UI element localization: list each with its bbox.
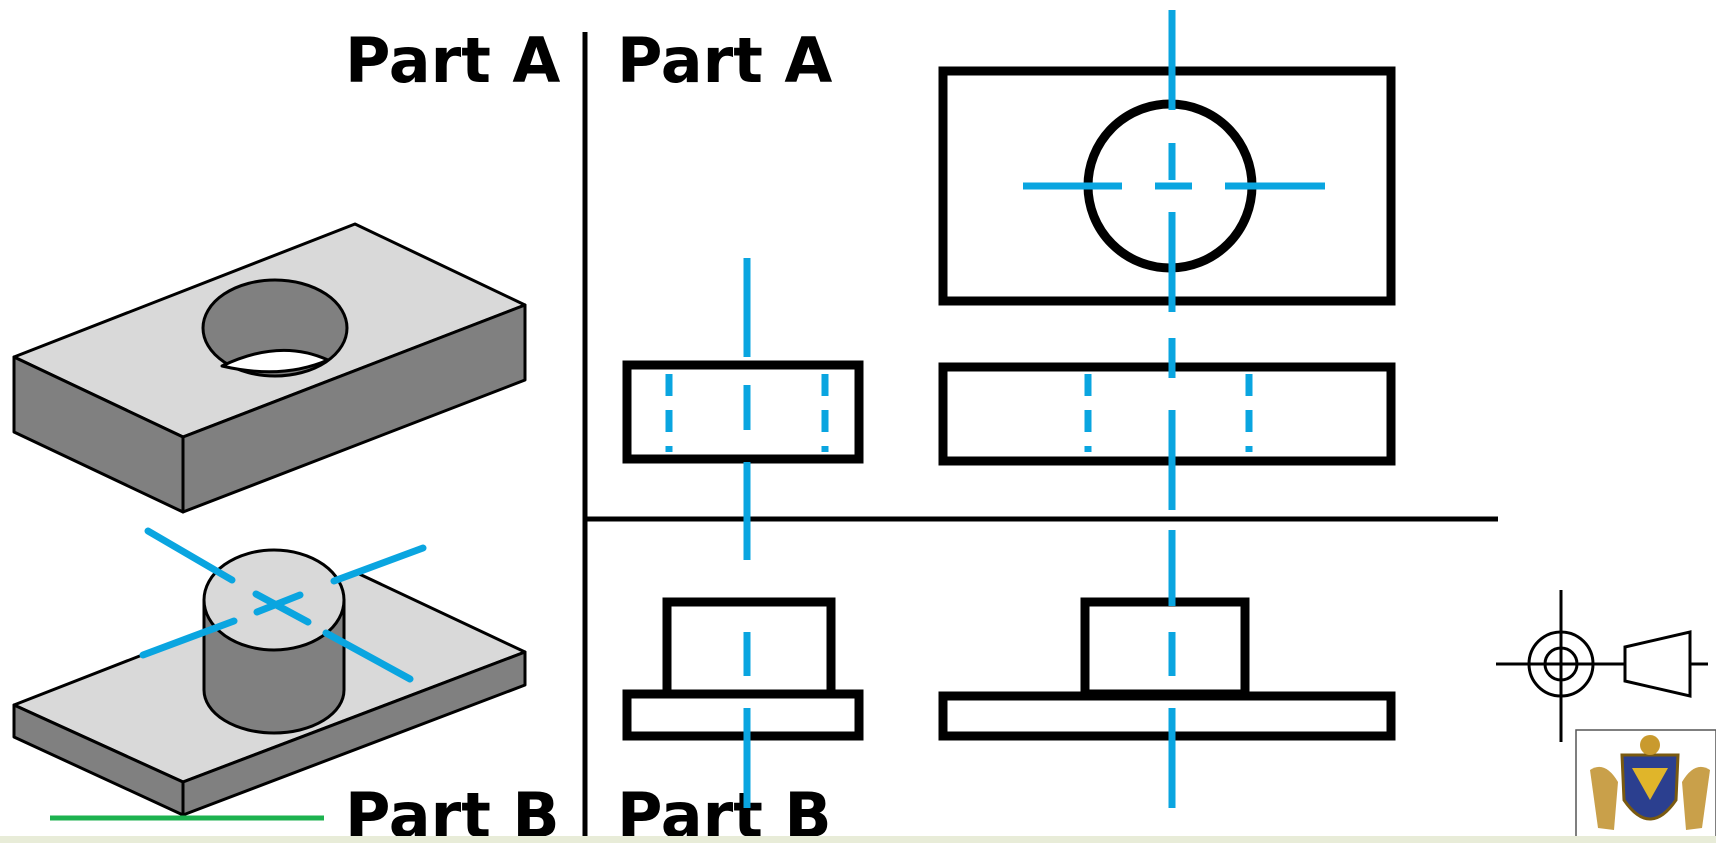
part-b-side-face (181, 650, 527, 817)
part-a-hole-through (220, 348, 330, 374)
part-b-side-view-plate (622, 689, 864, 741)
orthographic-part-b-label: Part B (617, 779, 832, 843)
part-a-side-view (622, 360, 864, 464)
isometric-part-b (12, 548, 527, 817)
part-a-front-view (938, 362, 1396, 466)
part-b-front-view-boss (1080, 597, 1250, 699)
part-a-top-view (938, 66, 1396, 306)
isometric-part-a (12, 222, 527, 514)
first-angle-projection-icon (1496, 590, 1708, 742)
part-b-front-view-plate (938, 691, 1396, 741)
orthographic-center-lines (665, 10, 1325, 808)
orthographic-part-a (622, 66, 1396, 466)
part-a-hole (201, 278, 349, 378)
bottom-strip (0, 836, 1716, 843)
isometric-part-b-label: Part B (345, 779, 560, 843)
orthographic-part-a-label: Part A (617, 24, 832, 97)
isometric-part-b-center-lines (139, 527, 427, 683)
isometric-part-a-label: Part A (345, 24, 560, 97)
orthographic-part-b (622, 597, 1396, 741)
part-a-side-face (181, 303, 527, 514)
coat-of-arms-icon (1575, 729, 1716, 843)
